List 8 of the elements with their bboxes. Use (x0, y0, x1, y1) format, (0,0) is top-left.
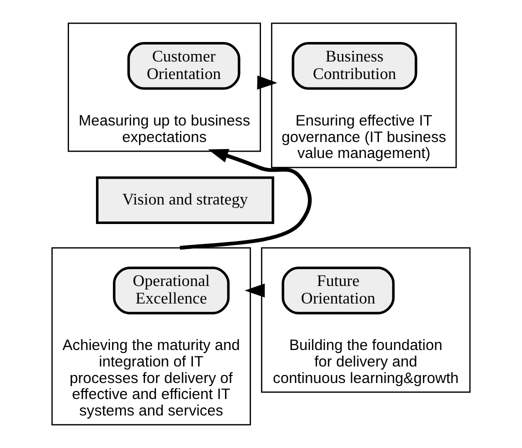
arrow (244, 283, 265, 298)
node-box: Future Orientation (282, 266, 395, 314)
node-box: Customer Orientation (127, 42, 240, 90)
node-box: Operational Excellence (112, 266, 230, 314)
node-box: Vision and strategy (96, 176, 274, 224)
arrow (257, 75, 278, 90)
node-box: Business Contribution (292, 42, 418, 90)
arrow (180, 149, 312, 250)
